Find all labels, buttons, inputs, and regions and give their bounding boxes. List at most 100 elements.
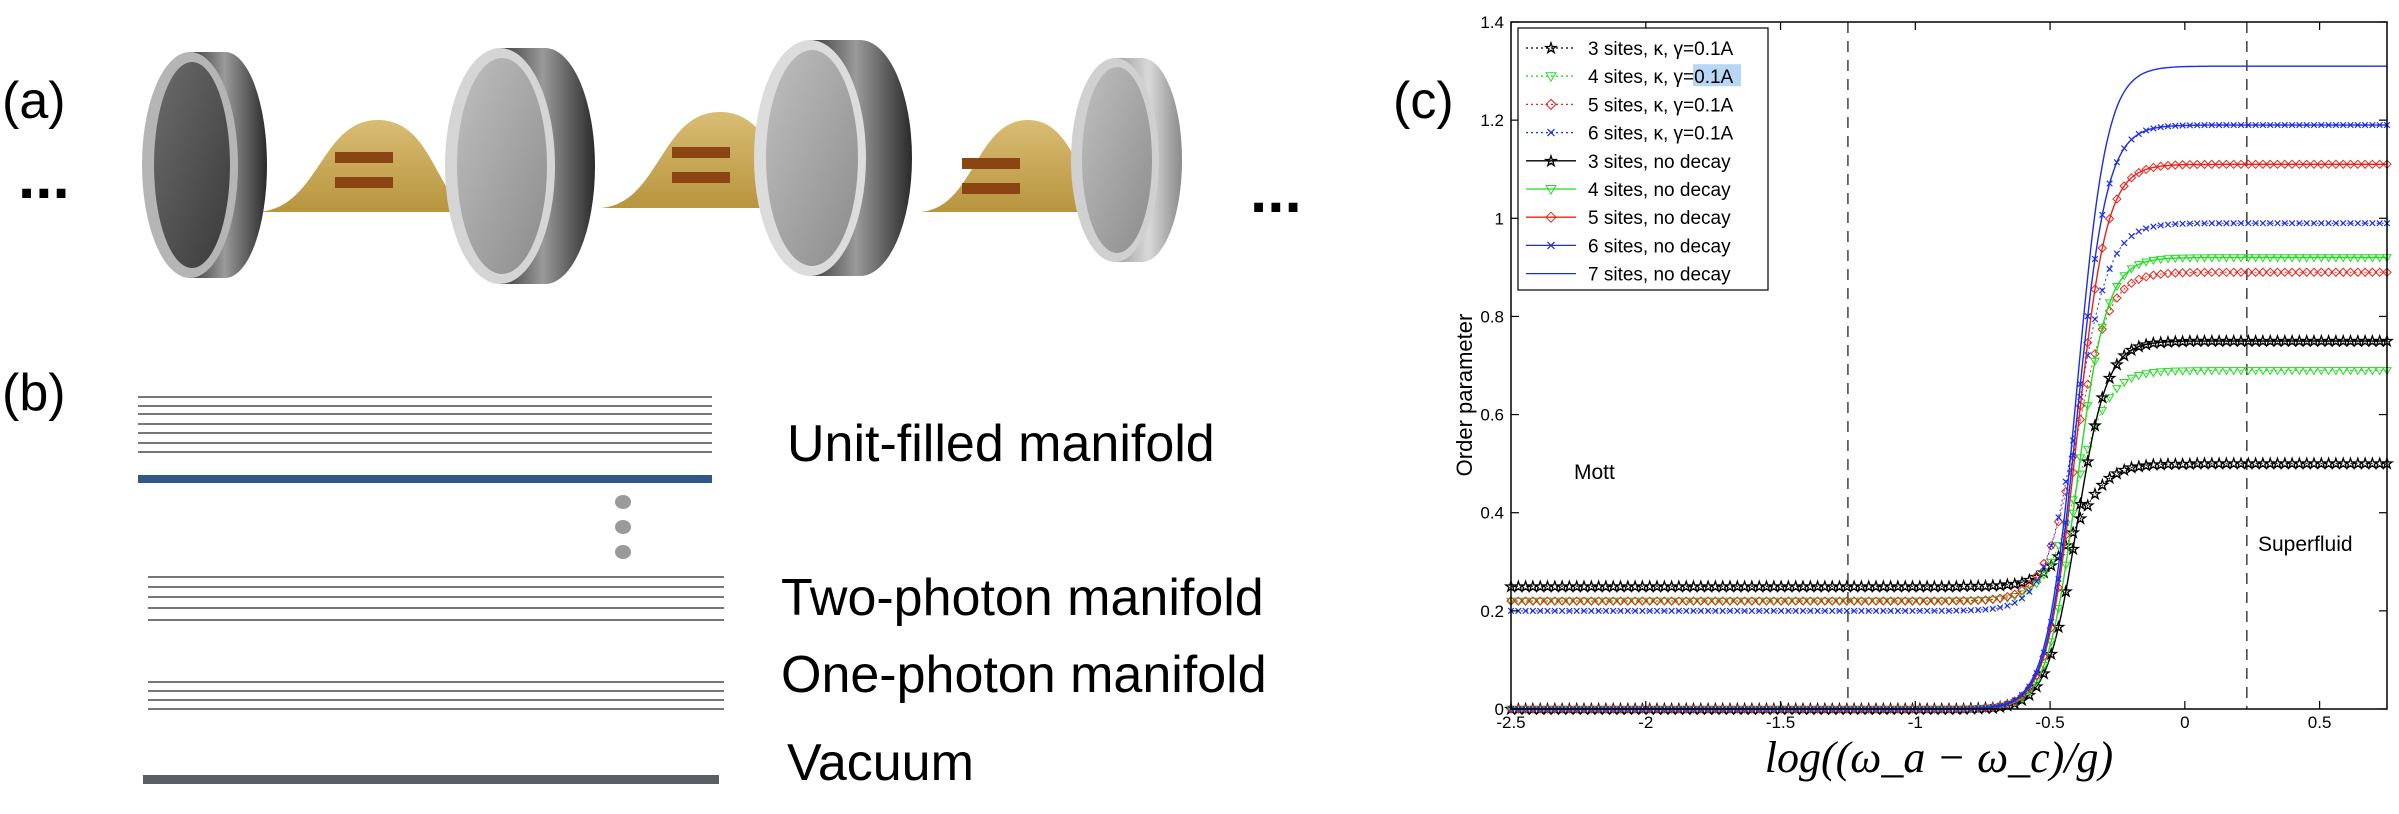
marker-diamond <box>1528 596 1538 606</box>
marker-diamond <box>1863 596 1874 606</box>
legend-entry-label: 5 sites, κ, γ=0.1A <box>1588 95 1734 116</box>
marker-triangle <box>1776 597 1786 607</box>
marker-x <box>2259 121 2267 129</box>
marker-star: ☆ <box>2336 456 2349 473</box>
marker-x <box>2347 121 2354 129</box>
marker-star: ☆ <box>1898 578 1911 595</box>
marker-star: ☆ <box>1825 578 1838 595</box>
marker-diamond <box>2002 591 2013 602</box>
marker-diamond <box>1666 704 1677 714</box>
marker-triangle <box>1681 597 1692 607</box>
marker-star: ☆ <box>2154 456 2167 473</box>
marker-star: ☆ <box>1760 578 1773 595</box>
marker-diamond <box>2199 267 2210 278</box>
marker-star: ☆ <box>2234 333 2247 350</box>
marker-triangle <box>2250 254 2261 263</box>
marker-star: ☆ <box>1533 578 1546 595</box>
marker-diamond <box>2155 161 2166 171</box>
marker-star: ☆ <box>2242 333 2255 350</box>
marker-x <box>1982 606 1989 613</box>
marker-star: ☆ <box>2358 333 2371 350</box>
marker-triangle <box>2046 638 2057 647</box>
marker-diamond <box>2265 159 2275 170</box>
marker-triangle <box>2360 254 2370 263</box>
marker-diamond <box>1696 596 1706 606</box>
marker-star: ☆ <box>2037 564 2050 581</box>
marker-diamond <box>2009 589 2020 599</box>
marker-star: ☆ <box>2315 456 2328 473</box>
marker-triangle <box>1987 596 1998 605</box>
atom-gaussian-3 <box>920 120 1118 212</box>
marker-triangle <box>2031 677 2042 687</box>
marker-triangle <box>2163 367 2173 377</box>
marker-triangle <box>2119 378 2130 388</box>
marker-diamond <box>1849 596 1859 606</box>
marker-x <box>2018 595 2026 602</box>
marker-diamond <box>1754 596 1764 606</box>
marker-diamond <box>1550 704 1560 714</box>
marker-x <box>1799 607 1807 615</box>
marker-x <box>2310 121 2318 129</box>
x-tick-label: 0.5 <box>2308 713 2332 732</box>
marker-diamond <box>2148 270 2159 280</box>
marker-star: ☆ <box>2366 333 2379 350</box>
marker-triangle <box>1717 597 1728 607</box>
marker-diamond <box>2090 284 2100 294</box>
marker-x <box>1704 607 1712 615</box>
marker-diamond <box>1725 704 1735 714</box>
marker-diamond <box>1732 596 1743 606</box>
marker-diamond <box>1513 596 1524 606</box>
marker-diamond <box>1951 704 1962 714</box>
marker-diamond <box>2082 379 2093 390</box>
marker-x <box>2106 180 2113 187</box>
panel-b-label: (b) <box>2 364 66 422</box>
marker-x <box>2318 219 2325 227</box>
marker-diamond <box>1849 704 1859 714</box>
marker-triangle <box>1644 597 1655 607</box>
marker-triangle <box>1936 597 1947 606</box>
marker-star: ☆ <box>1906 578 1919 595</box>
marker-x <box>1558 607 1566 615</box>
marker-star: ☆ <box>2366 456 2379 473</box>
marker-star: ☆ <box>2234 456 2247 473</box>
marker-diamond <box>1812 596 1823 606</box>
marker-triangle <box>1812 597 1823 607</box>
marker-diamond <box>1637 704 1648 714</box>
marker-x <box>1916 607 1924 615</box>
marker-x <box>2274 219 2281 227</box>
marker-star: ☆ <box>2103 370 2116 387</box>
marker-x <box>2369 219 2376 227</box>
marker-diamond <box>1871 596 1881 606</box>
marker-x <box>1682 607 1690 615</box>
marker-triangle <box>1834 597 1845 607</box>
marker-star: ☆ <box>1731 578 1744 595</box>
marker-triangle <box>2265 254 2276 263</box>
marker-x <box>2347 219 2354 227</box>
marker-triangle <box>2155 368 2166 377</box>
manifold-label: Vacuum <box>787 734 974 792</box>
marker-star: ☆ <box>1701 578 1714 595</box>
y-tick-label: 0.2 <box>1480 602 1504 621</box>
marker-triangle <box>1944 597 1954 606</box>
atom-level-upper <box>962 158 1020 169</box>
marker-x <box>2361 121 2369 129</box>
plot-frame <box>1510 21 2388 710</box>
marker-star: ☆ <box>2307 333 2320 350</box>
marker-diamond <box>2185 159 2195 170</box>
marker-diamond <box>2228 159 2239 170</box>
marker-diamond <box>1717 704 1728 714</box>
marker-diamond <box>1710 704 1721 714</box>
marker-diamond <box>2024 683 2035 693</box>
manifold-label: Two-photon manifold <box>781 569 1264 627</box>
marker-diamond <box>2024 580 2035 590</box>
marker-diamond <box>2294 159 2305 170</box>
marker-x <box>2339 121 2347 129</box>
marker-diamond <box>2250 267 2261 277</box>
marker-x <box>2325 219 2332 227</box>
marker-star: ☆ <box>1563 578 1576 595</box>
marker-x <box>2164 123 2172 130</box>
marker-triangle <box>2316 367 2327 376</box>
marker-triangle <box>1739 597 1750 607</box>
marker-star: ☆ <box>2351 456 2364 473</box>
marker-diamond <box>1535 596 1545 606</box>
